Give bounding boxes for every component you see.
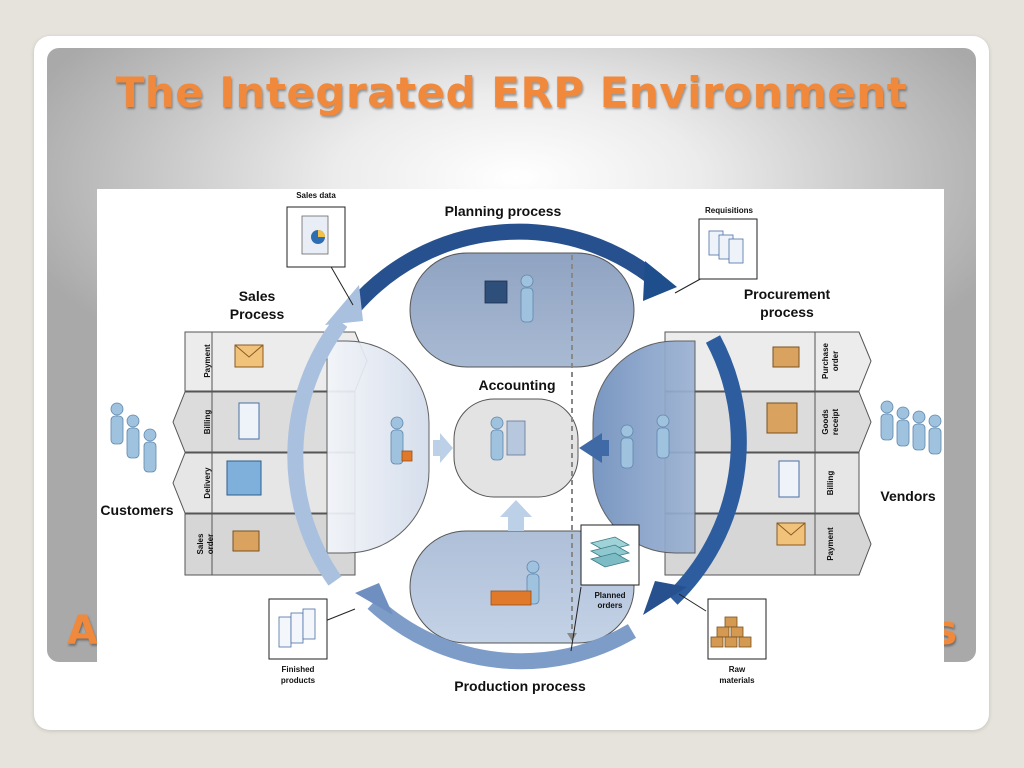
vendors-icon [880, 400, 942, 455]
proc-step-purchase-label-2: order [831, 351, 840, 371]
sales-steps [172, 331, 368, 576]
arrow-procurement-to-accounting [579, 433, 609, 463]
proc-step-payment-label: Payment [826, 527, 835, 561]
arrow-production-to-accounting [500, 500, 532, 531]
arrowhead-top [643, 261, 677, 301]
sales-process-node [326, 340, 430, 554]
finished-products-doc [268, 598, 328, 660]
cart-icon [232, 530, 260, 552]
production-worker-icon [526, 560, 540, 574]
subtitle-left: A [67, 608, 98, 654]
procurement-label-2: process [760, 304, 814, 320]
production-label: Production process [454, 678, 586, 694]
vendor-invoice-icon [778, 460, 800, 498]
sales-data-label: Sales data [296, 191, 336, 200]
sales-step-payment-label: Payment [203, 344, 212, 378]
procurement-label-1: Procurement [744, 286, 831, 302]
finished-products-label-1: Finished [282, 665, 315, 674]
raw-materials-label-2: materials [719, 676, 755, 685]
erp-diagram-svg: Planning process Production process Acco… [100, 191, 942, 694]
accountant-icon [490, 416, 504, 430]
raw-materials-doc [707, 598, 767, 660]
cycle-arrow-top [347, 223, 663, 313]
sales-process-label-2: Process [230, 306, 285, 322]
arrowhead-right [643, 581, 687, 615]
proc-step-purchase-label-1: Purchase [821, 342, 830, 379]
customers-label: Customers [100, 502, 173, 518]
arrowhead-bottom [355, 583, 393, 615]
procurement-process-node [592, 340, 696, 554]
goods-forklift-icon [766, 402, 798, 434]
planned-orders-label-1: Planned [594, 591, 625, 600]
vendors-label: Vendors [880, 488, 935, 504]
proc-step-goods-label-2: receipt [831, 409, 840, 436]
procurement-steps [664, 331, 872, 576]
cycle-arrow-bottom [367, 597, 637, 670]
proc-step-purchase [664, 331, 872, 392]
cycle-arrow-left [287, 317, 348, 586]
arrowhead-left [325, 285, 363, 325]
planned-orders-doc [580, 524, 640, 586]
raw-materials-label-1: Raw [729, 665, 746, 674]
proc-step-billing-label: Billing [826, 471, 835, 496]
finished-products-label-2: products [281, 676, 316, 685]
sales-step-order-label-2: order [206, 534, 215, 554]
accounting-label: Accounting [479, 377, 556, 393]
process-cycle [287, 223, 747, 670]
cycle-arrow-right [666, 335, 747, 605]
sales-person-icon [390, 416, 404, 430]
customers-icon [110, 402, 157, 473]
requisitions-label: Requisitions [705, 206, 754, 215]
proc-step-goods-label-1: Goods [821, 409, 830, 435]
slide-title: The Integrated ERP Environment [115, 68, 908, 117]
sales-step-delivery-label: Delivery [203, 467, 212, 499]
planning-label: Planning process [445, 203, 562, 219]
forklift-icon [226, 460, 262, 496]
arrow-sales-to-accounting [433, 433, 453, 463]
sales-step-billing-label: Billing [203, 410, 212, 435]
sales-step-order-label-1: Sales [196, 533, 205, 554]
invoice-icon [238, 402, 260, 440]
sales-data-doc [286, 206, 346, 268]
planned-orders-label-2: orders [598, 601, 623, 610]
planner-icon [520, 274, 534, 288]
sales-process-label-1: Sales [239, 288, 276, 304]
erp-diagram: Planning process Production process Acco… [97, 189, 944, 700]
purchase-cart-icon [772, 346, 800, 368]
buyer-icon [620, 424, 634, 438]
requisitions-doc [698, 218, 758, 280]
